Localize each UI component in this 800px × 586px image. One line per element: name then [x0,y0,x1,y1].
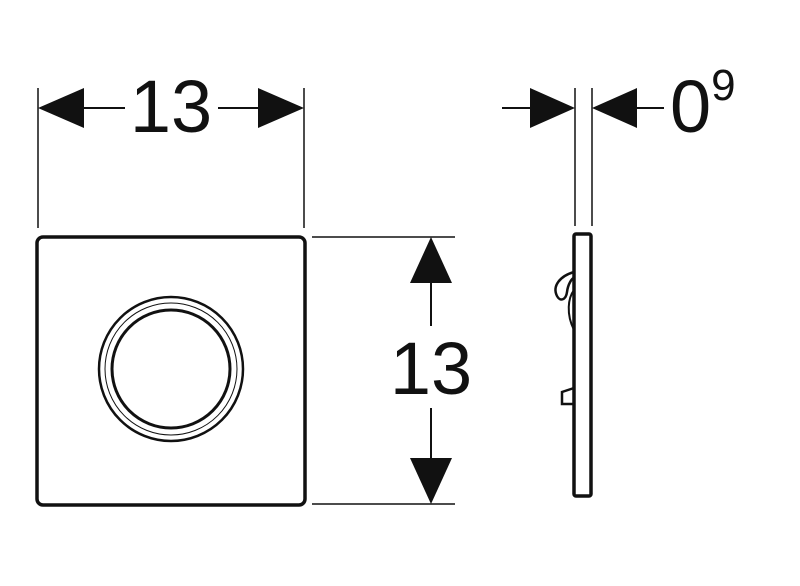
button-mid-ring [104,302,238,436]
side-clip-upper-inner [567,289,575,331]
cover-plate [35,235,307,507]
thickness-superscript: 9 [711,61,735,110]
height-dimension: 13 [312,236,472,505]
width-dimension: 13 [37,65,305,228]
thickness-arrow-left-icon [592,88,637,128]
height-arrow-down-icon [410,458,452,504]
thickness-main: 0 [670,65,711,148]
side-view [554,232,593,498]
front-view [35,235,307,507]
thickness-dimension: 09 [502,61,736,226]
thickness-arrow-right-icon [530,88,575,128]
width-arrow-right-icon [258,88,304,128]
button-outer-ring [97,295,245,443]
thickness-value: 09 [670,61,736,148]
width-value: 13 [130,65,212,148]
button-inner-ring [110,308,232,430]
side-clip-lower [560,386,575,406]
side-clip-upper [554,270,575,301]
side-plate [572,232,593,498]
width-arrow-left-icon [38,88,84,128]
height-value: 13 [390,327,472,410]
height-arrow-up-icon [410,237,452,283]
